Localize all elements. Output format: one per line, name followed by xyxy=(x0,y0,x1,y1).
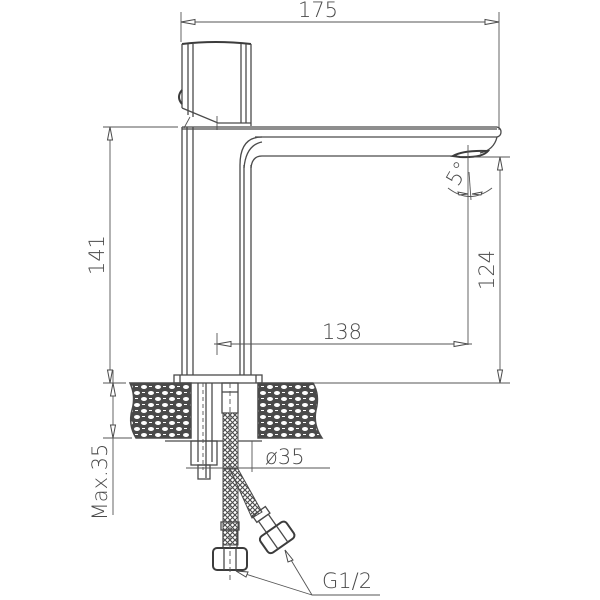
dimension-spout-height: 124 xyxy=(262,156,510,384)
dimension-connection-thread: G1/2 xyxy=(235,549,380,596)
faucet-handle xyxy=(178,41,252,130)
dimension-body-height: 141 xyxy=(85,126,178,384)
dimension-spout-reach: 138 xyxy=(214,320,472,355)
faucet-body xyxy=(173,127,263,384)
spout-height-label: 124 xyxy=(475,250,499,290)
thread-label: G1/2 xyxy=(322,569,372,593)
hole-diameter-label: ø35 xyxy=(265,445,305,469)
mounting-rod xyxy=(190,383,218,480)
body-height-label: 141 xyxy=(85,235,109,275)
angle-label: 5° xyxy=(441,157,474,190)
spout-reach-label: 138 xyxy=(322,320,362,344)
supply-hoses xyxy=(212,382,296,580)
overall-width-label: 175 xyxy=(298,0,338,22)
dimension-hole-diameter: ø35 xyxy=(186,441,330,472)
spout-angle-indicator: 5° xyxy=(441,145,493,345)
dimension-overall-width: 175 xyxy=(180,0,500,130)
faucet-spout xyxy=(182,126,502,169)
dimension-counter-thickness: Max.35 xyxy=(88,370,132,520)
countertop-section xyxy=(128,382,324,442)
counter-thickness-label: Max.35 xyxy=(88,444,112,521)
